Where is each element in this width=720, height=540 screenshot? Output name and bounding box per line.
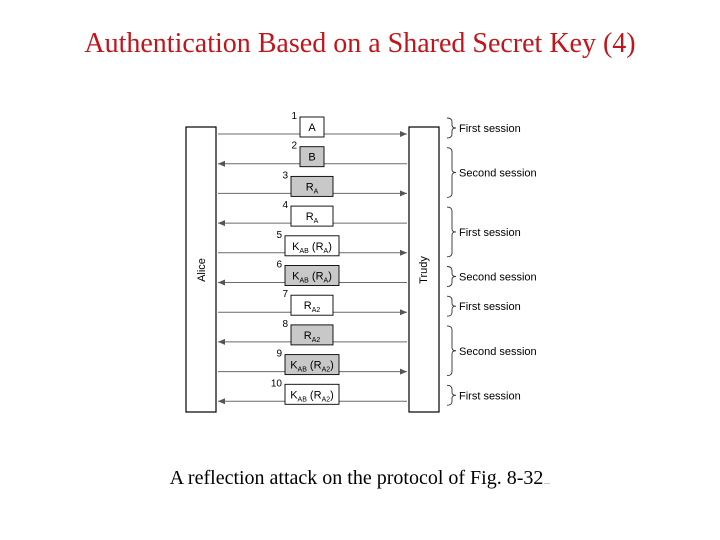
message-number: 2	[291, 141, 297, 152]
session-brace: First session	[446, 295, 521, 317]
message-label: RA	[306, 211, 319, 225]
caption-trailing-mark	[544, 482, 551, 484]
brace-shape	[446, 325, 457, 377]
message-row: RA2 8	[218, 319, 407, 346]
message-label: KAB (RA2)	[290, 360, 334, 374]
figure-caption: A reflection attack on the protocol of F…	[0, 467, 720, 490]
message-number: 3	[282, 170, 288, 181]
message-row: RA 4	[218, 200, 407, 227]
message-box	[290, 205, 334, 227]
message-number: 8	[282, 319, 288, 330]
session-brace: First session	[446, 384, 521, 406]
session-label: First session	[459, 301, 521, 313]
message-box	[290, 324, 334, 346]
message-label: RA2	[304, 300, 321, 314]
caption-text: A reflection attack on the protocol of F…	[169, 467, 544, 489]
session-brace: First session	[446, 206, 521, 258]
message-box	[299, 146, 325, 168]
message-number: 9	[276, 349, 282, 360]
message-label: KAB (RA)	[292, 271, 332, 285]
message-box	[284, 265, 340, 286]
trudy-label: Trudy	[418, 256, 430, 284]
message-box	[284, 354, 340, 376]
message-label: RA2	[304, 330, 321, 344]
message-row: KAB (RA2) 10	[218, 378, 407, 405]
brace-shape	[446, 384, 457, 406]
message-label: KAB (RA2)	[290, 389, 334, 403]
brace-shape	[446, 147, 457, 198]
message-number: 1	[291, 111, 297, 122]
alice-label: Alice	[196, 258, 208, 282]
message-row: KAB (RA) 6	[218, 260, 407, 286]
session-label: Second session	[459, 346, 537, 358]
message-box	[290, 175, 334, 197]
message-box	[284, 383, 340, 405]
session-label: Second session	[459, 272, 537, 284]
brace-shape	[446, 206, 457, 258]
message-row: B2	[218, 141, 407, 168]
session-label: First session	[459, 123, 521, 135]
message-label: KAB (RA)	[292, 241, 332, 255]
brace-shape	[446, 117, 457, 139]
message-row: A1	[218, 111, 407, 138]
message-label: A	[308, 122, 316, 134]
session-brace: Second session	[446, 325, 537, 377]
brace-shape	[446, 266, 457, 287]
session-label: First session	[459, 227, 521, 239]
message-number: 6	[276, 260, 282, 271]
message-label: B	[308, 152, 315, 164]
trudy-bar	[408, 126, 440, 413]
session-brace: Second session	[446, 147, 537, 198]
message-label: RA	[306, 181, 319, 195]
brace-shape	[446, 295, 457, 317]
session-brace: First session	[446, 117, 521, 139]
message-number: 7	[282, 289, 288, 300]
message-number: 4	[282, 200, 288, 211]
session-label: Second session	[459, 168, 537, 180]
message-row: RA 3	[218, 170, 407, 197]
message-box	[299, 116, 325, 138]
session-brace: Second session	[446, 266, 537, 287]
message-row: RA2 7	[218, 289, 407, 316]
message-number: 10	[271, 378, 283, 389]
message-row: KAB (RA) 5	[218, 230, 407, 257]
slide-title: Authentication Based on a Shared Secret …	[84, 28, 636, 59]
alice-bar	[185, 126, 217, 413]
message-box	[284, 235, 340, 257]
message-number: 5	[276, 230, 282, 241]
message-box	[290, 294, 334, 316]
session-label: First session	[459, 390, 521, 402]
message-row: KAB (RA2) 9	[218, 349, 407, 376]
